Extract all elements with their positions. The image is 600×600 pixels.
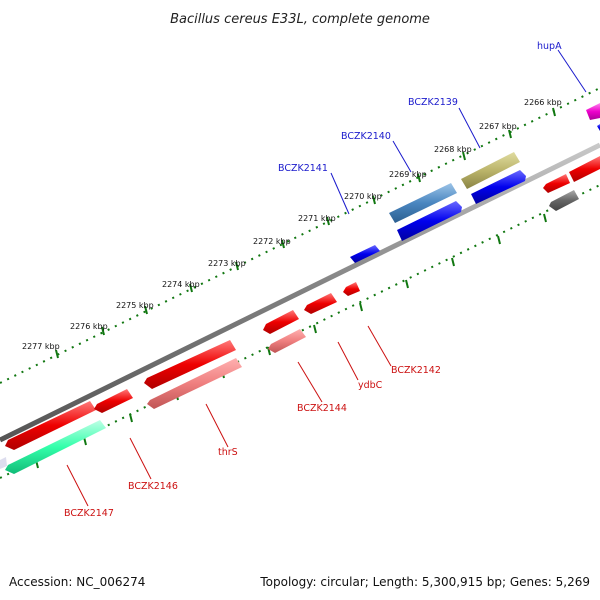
leader-line [205, 403, 229, 448]
kbp-label: 2268 kbp [434, 145, 472, 154]
gene-feature-hupa[interactable] [586, 103, 600, 120]
gene-label-bczk2144[interactable]: BCZK2144 [297, 403, 347, 414]
kbp-label: 2270 kbp [344, 192, 382, 201]
leader-line [66, 464, 89, 507]
gene-feature-edge-left[interactable] [0, 457, 7, 469]
gene-label-bczk2140[interactable]: BCZK2140 [341, 131, 391, 142]
gene-feature-bczk2147[interactable] [5, 420, 106, 474]
gene-feature-bczk2139-forward[interactable] [471, 170, 526, 204]
kbp-label: 2272 kbp [253, 237, 291, 246]
kbp-label: 2274 kbp [162, 280, 200, 289]
kbp-scale-labels: 2266 kbp 2267 kbp 2268 kbp 2269 kbp 2270… [22, 98, 562, 351]
leader-line [337, 341, 359, 381]
gene-feature-reverse[interactable] [263, 310, 299, 334]
leader-line [297, 361, 323, 403]
gene-feature-bczk2144[interactable] [268, 329, 306, 353]
gene-feature-bczk2139[interactable] [461, 152, 520, 189]
kbp-label: 2275 kbp [116, 301, 154, 310]
gene-label-bczk2147[interactable]: BCZK2147 [64, 508, 114, 519]
leader-line [392, 140, 412, 173]
map-title: Bacillus cereus E33L, complete genome [170, 12, 430, 27]
kbp-label: 2277 kbp [22, 342, 60, 351]
gene-feature-bczk2140[interactable] [389, 183, 457, 223]
kbp-label: 2266 kbp [524, 98, 562, 107]
outer-major-ticks [55, 107, 556, 359]
kbp-label: 2273 kbp [208, 259, 246, 268]
gene-feature-reverse[interactable] [5, 401, 96, 450]
gene-feature-reverse[interactable] [543, 174, 570, 193]
gene-feature-reverse[interactable] [144, 340, 236, 389]
accession-text: Accession: NC_006274 [9, 575, 145, 589]
gene-feature-edge-small[interactable] [597, 124, 600, 131]
genome-summary-text: Topology: circular; Length: 5,300,915 bp… [259, 575, 590, 589]
kbp-label: 2269 kbp [389, 170, 427, 179]
kbp-label: 2271 kbp [298, 214, 336, 223]
genome-backbone [0, 142, 600, 443]
gene-label-hupa[interactable]: hupA [537, 41, 562, 52]
gene-feature-reverse[interactable] [343, 282, 360, 296]
gene-label-thrs[interactable]: thrS [218, 447, 238, 458]
leader-line [330, 172, 350, 215]
leader-line [557, 49, 587, 93]
gene-feature-reverse[interactable] [304, 293, 337, 314]
gene-feature-edge[interactable] [569, 156, 600, 182]
gene-label-ydbc[interactable]: ydbC [358, 380, 383, 391]
gene-feature-bczk2141[interactable] [350, 245, 380, 263]
leader-line [129, 437, 152, 480]
gene-feature-forward[interactable] [397, 201, 462, 241]
gene-label-bczk2139[interactable]: BCZK2139 [408, 97, 458, 108]
gene-feature-gray[interactable] [549, 190, 579, 211]
gene-label-bczk2142[interactable]: BCZK2142 [391, 365, 441, 376]
kbp-label: 2276 kbp [70, 322, 108, 331]
gene-label-bczk2146[interactable]: BCZK2146 [128, 481, 178, 492]
leader-line [367, 325, 392, 367]
kbp-label: 2267 kbp [479, 122, 517, 131]
gene-feature-reverse[interactable] [94, 389, 133, 413]
gene-label-bczk2141[interactable]: BCZK2141 [278, 163, 328, 174]
leader-line [458, 107, 481, 149]
gene-feature-thrs[interactable] [147, 358, 242, 409]
